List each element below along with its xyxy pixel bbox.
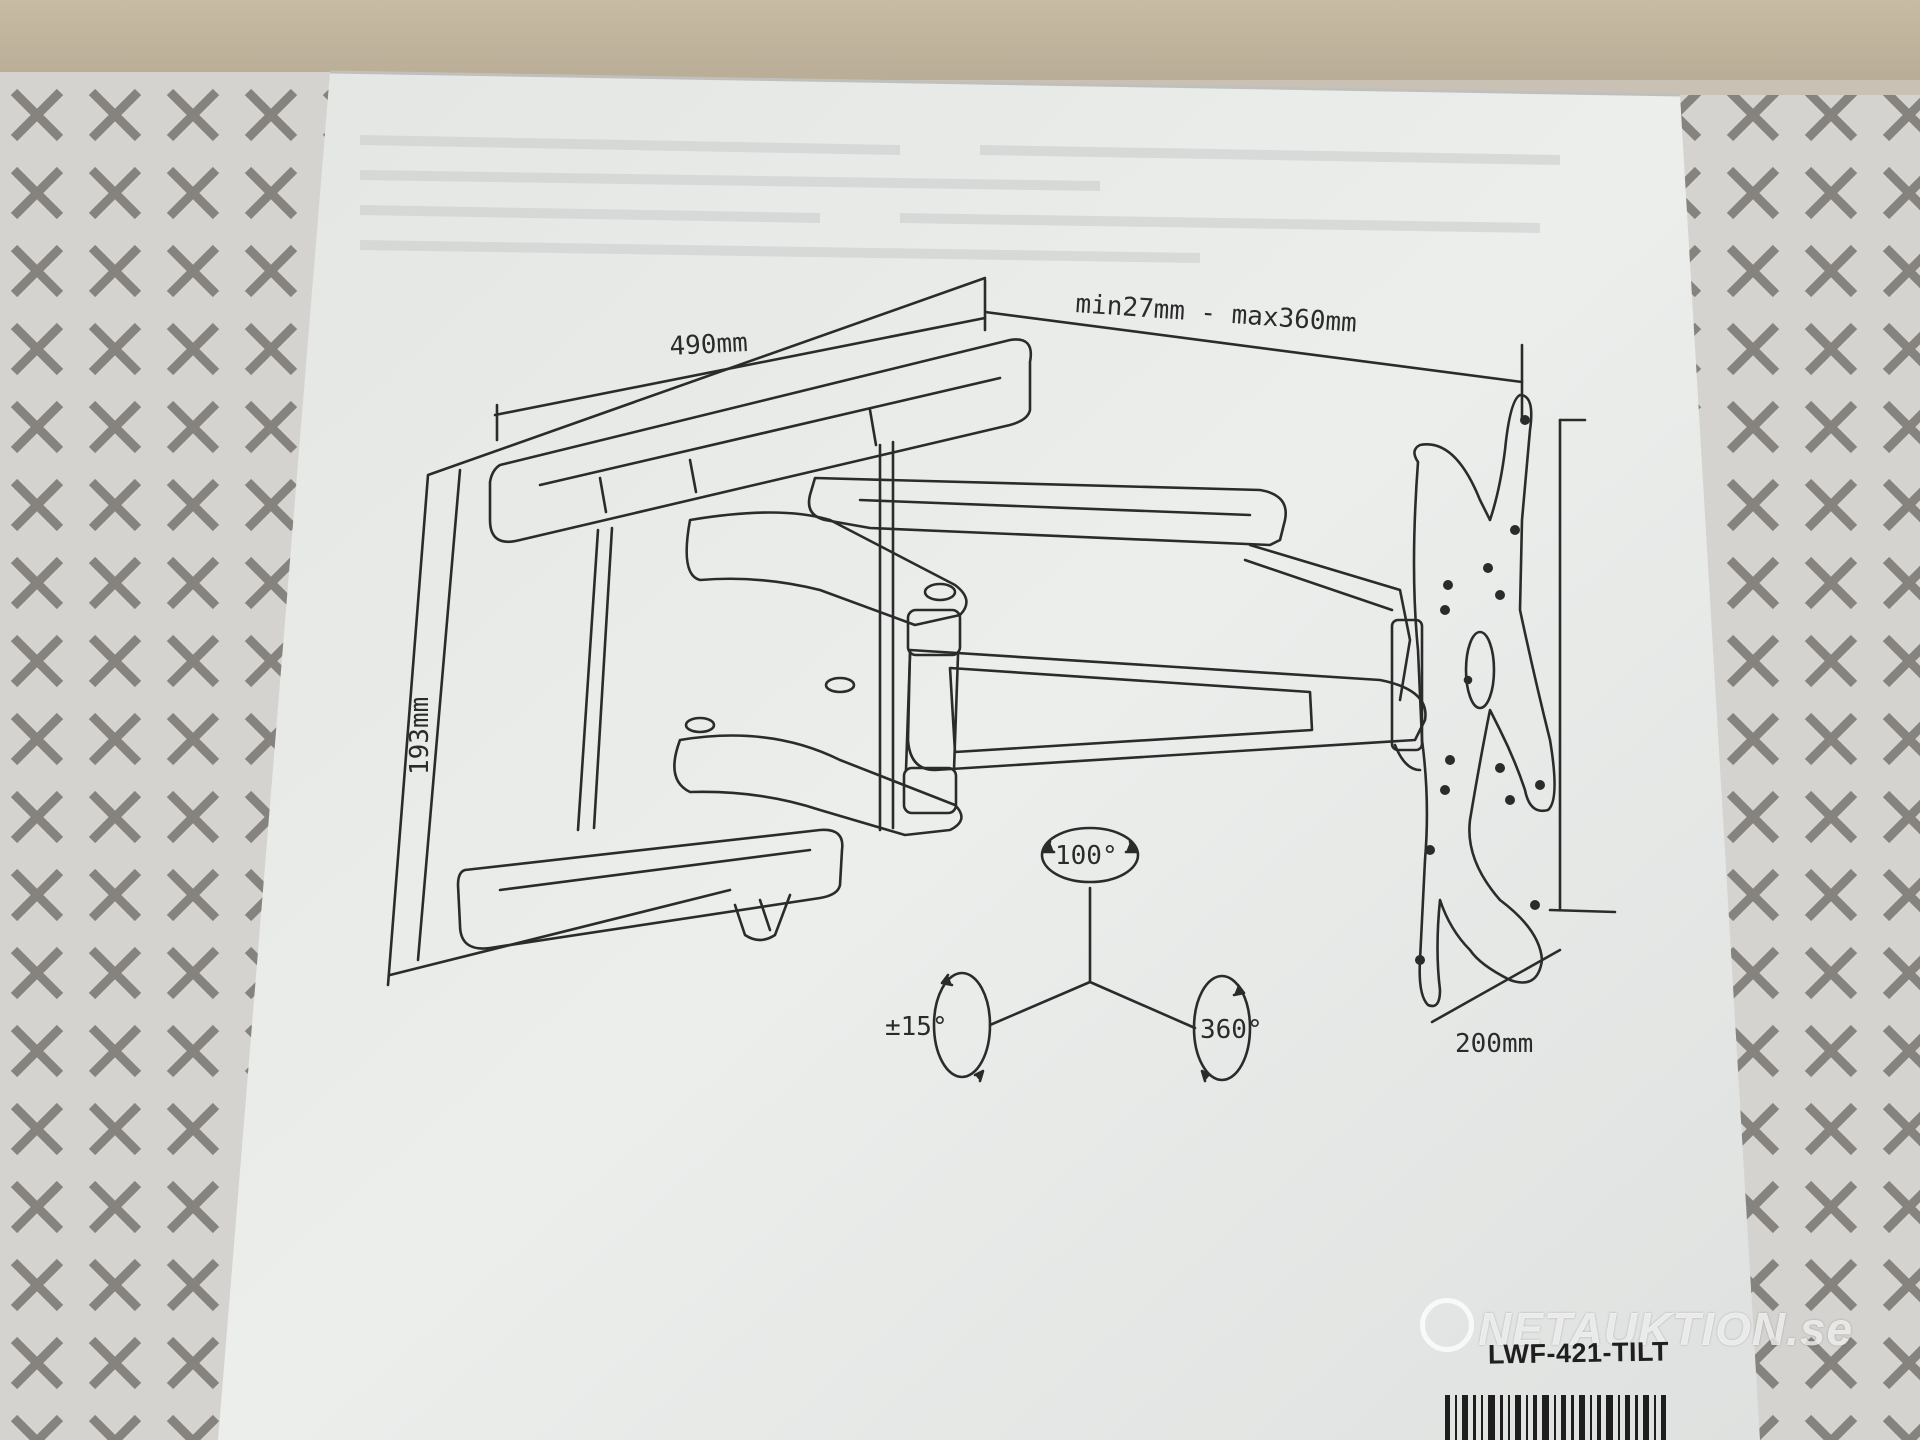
height-dimension-line [416,468,462,962]
vesa-plate [1412,393,1556,1008]
tilt-label: 100° [1055,841,1118,871]
watermark-logo-icon [1420,1298,1474,1352]
vesa-label: 200mm [1455,1029,1533,1059]
tilt-ellipse [1040,826,1140,884]
vesa-holes [1415,415,1545,965]
top-wall-rail [488,338,1033,544]
show-through-text [359,135,1561,263]
rotation-left-ellipse [932,971,992,1079]
paper-edge [329,70,1681,97]
table-surface [0,0,1920,80]
upper-arm [807,476,1287,547]
extension-arm [906,648,1427,772]
motion-diagram [932,826,1252,1083]
rotation-left-label: ±15° [885,1012,948,1042]
joint-upper [906,608,962,657]
barcode [1445,1395,1666,1440]
vesa-dimension-line [1430,948,1562,1024]
wall-outline [386,276,987,987]
width-dimension-line [493,316,987,417]
watermark: NETAUKTION.se [1478,1303,1854,1355]
lower-arm [673,734,963,837]
bottom-wall-rail [456,828,844,950]
middle-arm [685,511,968,627]
paper-panel [218,72,1760,1440]
extension-dimension-line [983,310,1524,384]
model-number: LWF-421-TILT [1487,1336,1670,1370]
rotation-right-ellipse [1192,974,1252,1082]
height-label: 193mm [405,697,435,775]
rotation-right-label: 360° [1200,1015,1263,1045]
width-label: 490mm [669,328,749,362]
wall-mount-drawing [386,276,1617,1083]
joint-lower [902,766,958,815]
